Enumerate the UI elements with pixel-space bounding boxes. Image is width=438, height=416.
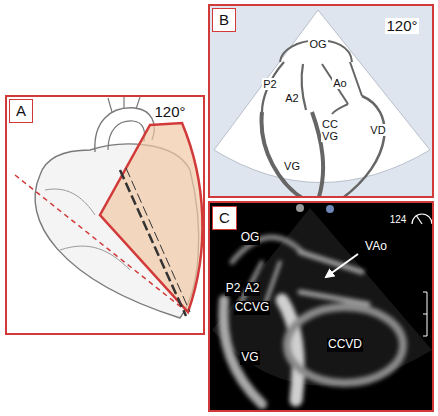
- panel-letter: C: [219, 209, 230, 226]
- structure-label: Ao: [332, 77, 347, 89]
- structure-label: VG: [283, 160, 301, 172]
- structure-label: P2: [225, 282, 242, 295]
- panel-letter: A: [16, 102, 26, 119]
- figure-panel: 120° OG P2A2 Ao CC VG VD VG B: [208, 4, 434, 198]
- figure-panel: 120° A: [5, 95, 205, 335]
- structure-label: A2: [284, 92, 299, 104]
- structure-label: 120°: [153, 104, 186, 121]
- structure-label: P2: [262, 78, 277, 90]
- structure-label: VAo: [364, 240, 388, 253]
- structure-label: 120°: [385, 18, 418, 35]
- schematic-view: [208, 4, 434, 198]
- structure-label: CC VG: [321, 118, 339, 142]
- panel-letter-box: C: [212, 206, 237, 230]
- structure-label: CCVG: [234, 301, 271, 314]
- heart-sketch: [15, 96, 202, 318]
- structure-label: A2: [244, 282, 261, 295]
- structure-label: OG: [308, 38, 327, 50]
- panel-letter: B: [219, 11, 229, 28]
- structure-label: VD: [369, 124, 386, 136]
- figure-panel: OG P2A2 VAoCCVG CCVD VG 124 C: [208, 201, 434, 412]
- structure-label: CCVD: [327, 338, 363, 351]
- echo-image: [208, 201, 434, 412]
- structure-label: VG: [240, 351, 259, 364]
- structure-label: 124: [389, 214, 408, 225]
- panel-letter-box: B: [212, 8, 236, 32]
- panel-letter-box: A: [9, 99, 33, 123]
- structure-label: OG: [240, 231, 261, 244]
